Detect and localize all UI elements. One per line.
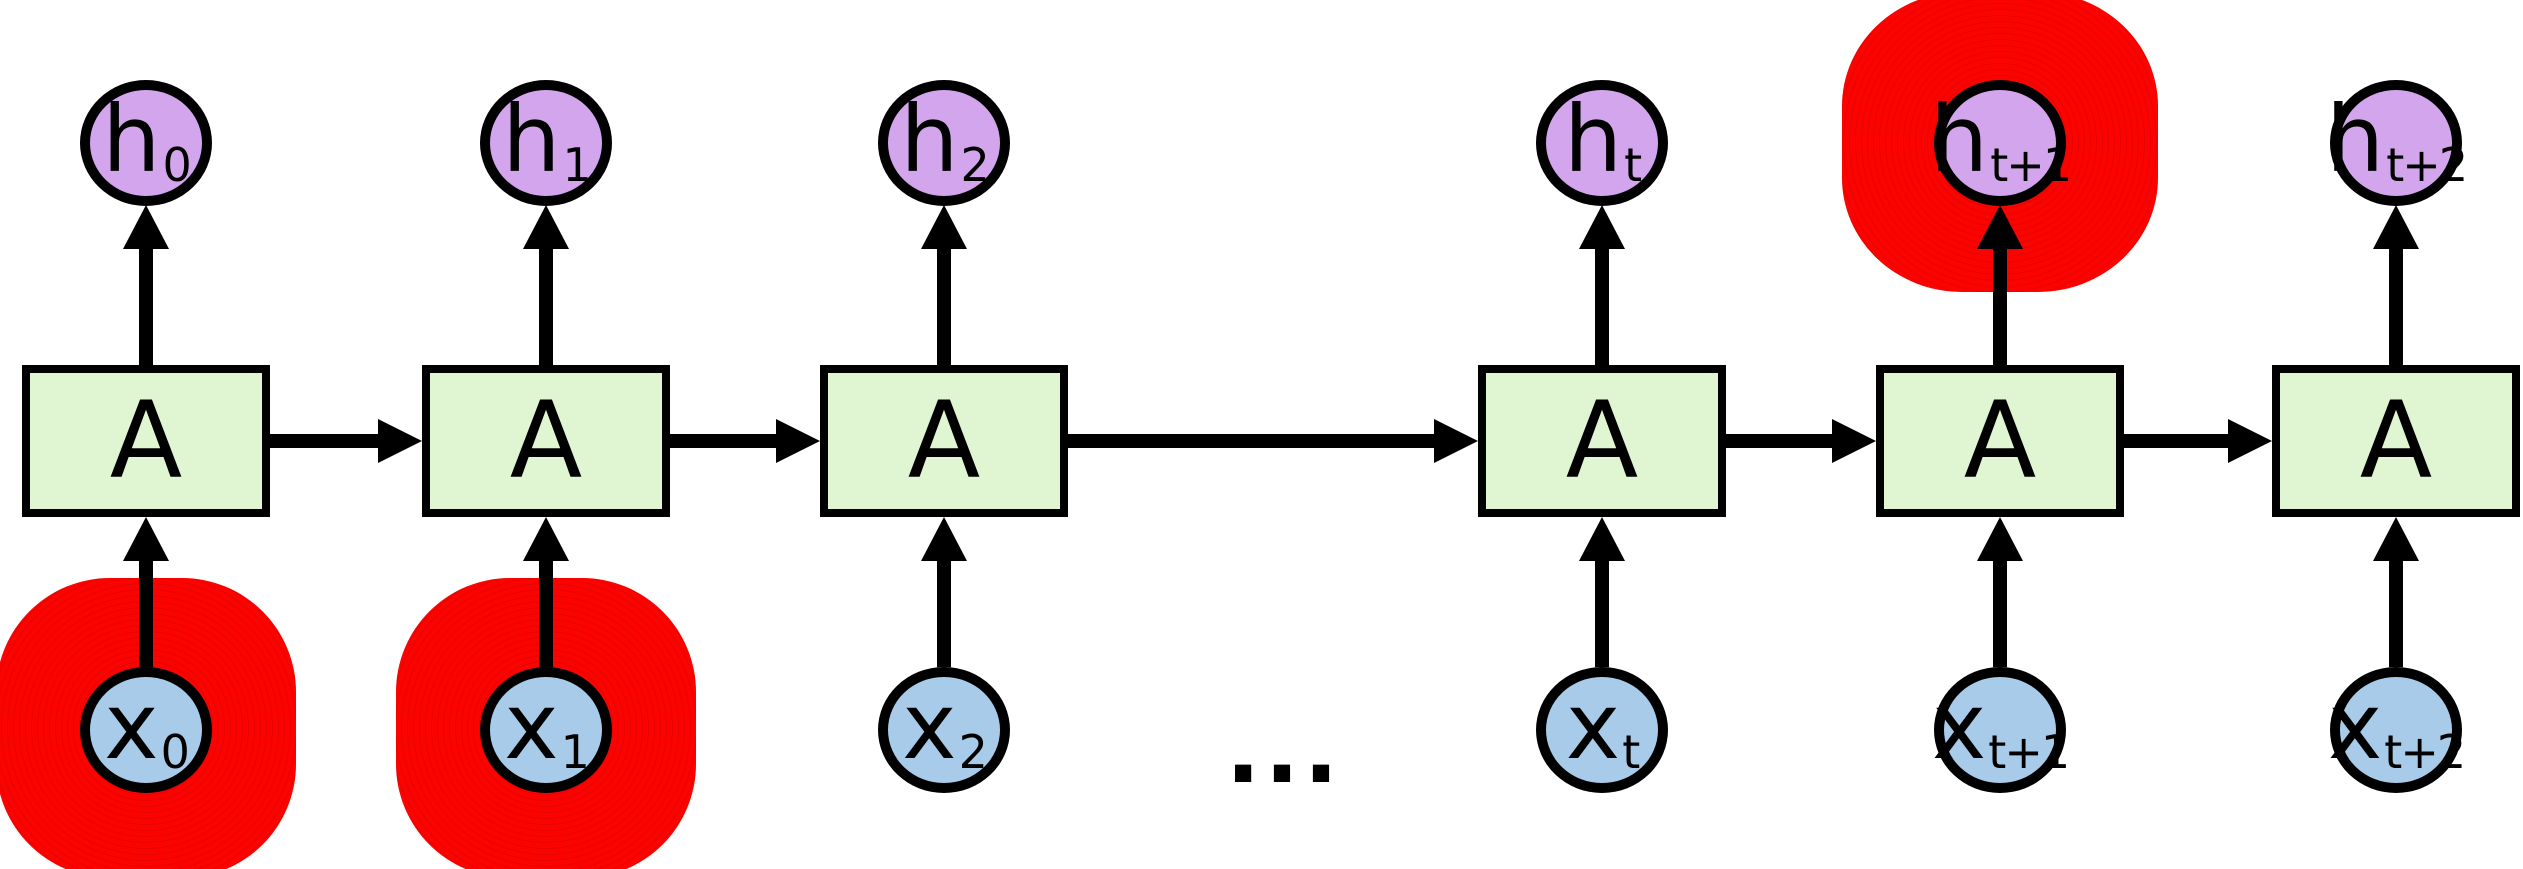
arrow-a1-to-a2 bbox=[670, 434, 776, 448]
arrow-a0-to-h0 bbox=[139, 248, 153, 365]
block-label: A bbox=[109, 379, 183, 502]
arrow-at2-to-ht2 bbox=[2389, 248, 2403, 365]
arrowhead-at2-to-ht2 bbox=[2373, 205, 2419, 249]
arrowhead-a0-to-h0 bbox=[123, 205, 169, 249]
ellipsis: ... bbox=[1225, 697, 1343, 804]
arrow-at-to-at1 bbox=[1726, 434, 1832, 448]
arrow-x0-to-a0 bbox=[139, 560, 153, 667]
arrow-at1-to-ht1 bbox=[1993, 248, 2007, 365]
block-at: A bbox=[1478, 365, 1726, 517]
arrowhead-a2-to-at bbox=[1434, 419, 1478, 463]
arrow-xt1-to-at1 bbox=[1993, 560, 2007, 667]
arrowhead-at-to-ht bbox=[1579, 205, 1625, 249]
block-label: A bbox=[2359, 379, 2433, 502]
arrow-xt2-to-at2 bbox=[2389, 560, 2403, 667]
block-a0: A bbox=[22, 365, 270, 517]
arrowhead-a1-to-h1 bbox=[523, 205, 569, 249]
arrowhead-x1-to-a1 bbox=[523, 517, 569, 561]
arrowhead-x0-to-a0 bbox=[123, 517, 169, 561]
arrowhead-x2-to-a2 bbox=[921, 517, 967, 561]
arrowhead-a0-to-a1 bbox=[378, 419, 422, 463]
arrow-xt-to-at bbox=[1595, 560, 1609, 667]
arrow-a2-to-at bbox=[1068, 434, 1434, 448]
block-label: A bbox=[1565, 379, 1639, 502]
arrowhead-xt-to-at bbox=[1579, 517, 1625, 561]
arrowhead-xt2-to-at2 bbox=[2373, 517, 2419, 561]
block-a2: A bbox=[820, 365, 1068, 517]
arrow-a1-to-h1 bbox=[539, 248, 553, 365]
arrowhead-at-to-at1 bbox=[1832, 419, 1876, 463]
arrowhead-at1-to-at2 bbox=[2228, 419, 2272, 463]
arrow-x1-to-a1 bbox=[539, 560, 553, 667]
arrowhead-xt1-to-at1 bbox=[1977, 517, 2023, 561]
block-a1: A bbox=[422, 365, 670, 517]
arrow-a0-to-a1 bbox=[270, 434, 378, 448]
block-at2: A bbox=[2272, 365, 2520, 517]
arrow-x2-to-a2 bbox=[937, 560, 951, 667]
arrow-at1-to-at2 bbox=[2124, 434, 2228, 448]
arrowhead-a1-to-a2 bbox=[776, 419, 820, 463]
arrowhead-at1-to-ht1 bbox=[1977, 205, 2023, 249]
block-label: A bbox=[907, 379, 981, 502]
arrow-a2-to-h2 bbox=[937, 248, 951, 365]
block-at1: A bbox=[1876, 365, 2124, 517]
arrow-at-to-ht bbox=[1595, 248, 1609, 365]
block-label: A bbox=[1963, 379, 2037, 502]
block-label: A bbox=[509, 379, 583, 502]
arrowhead-a2-to-h2 bbox=[921, 205, 967, 249]
